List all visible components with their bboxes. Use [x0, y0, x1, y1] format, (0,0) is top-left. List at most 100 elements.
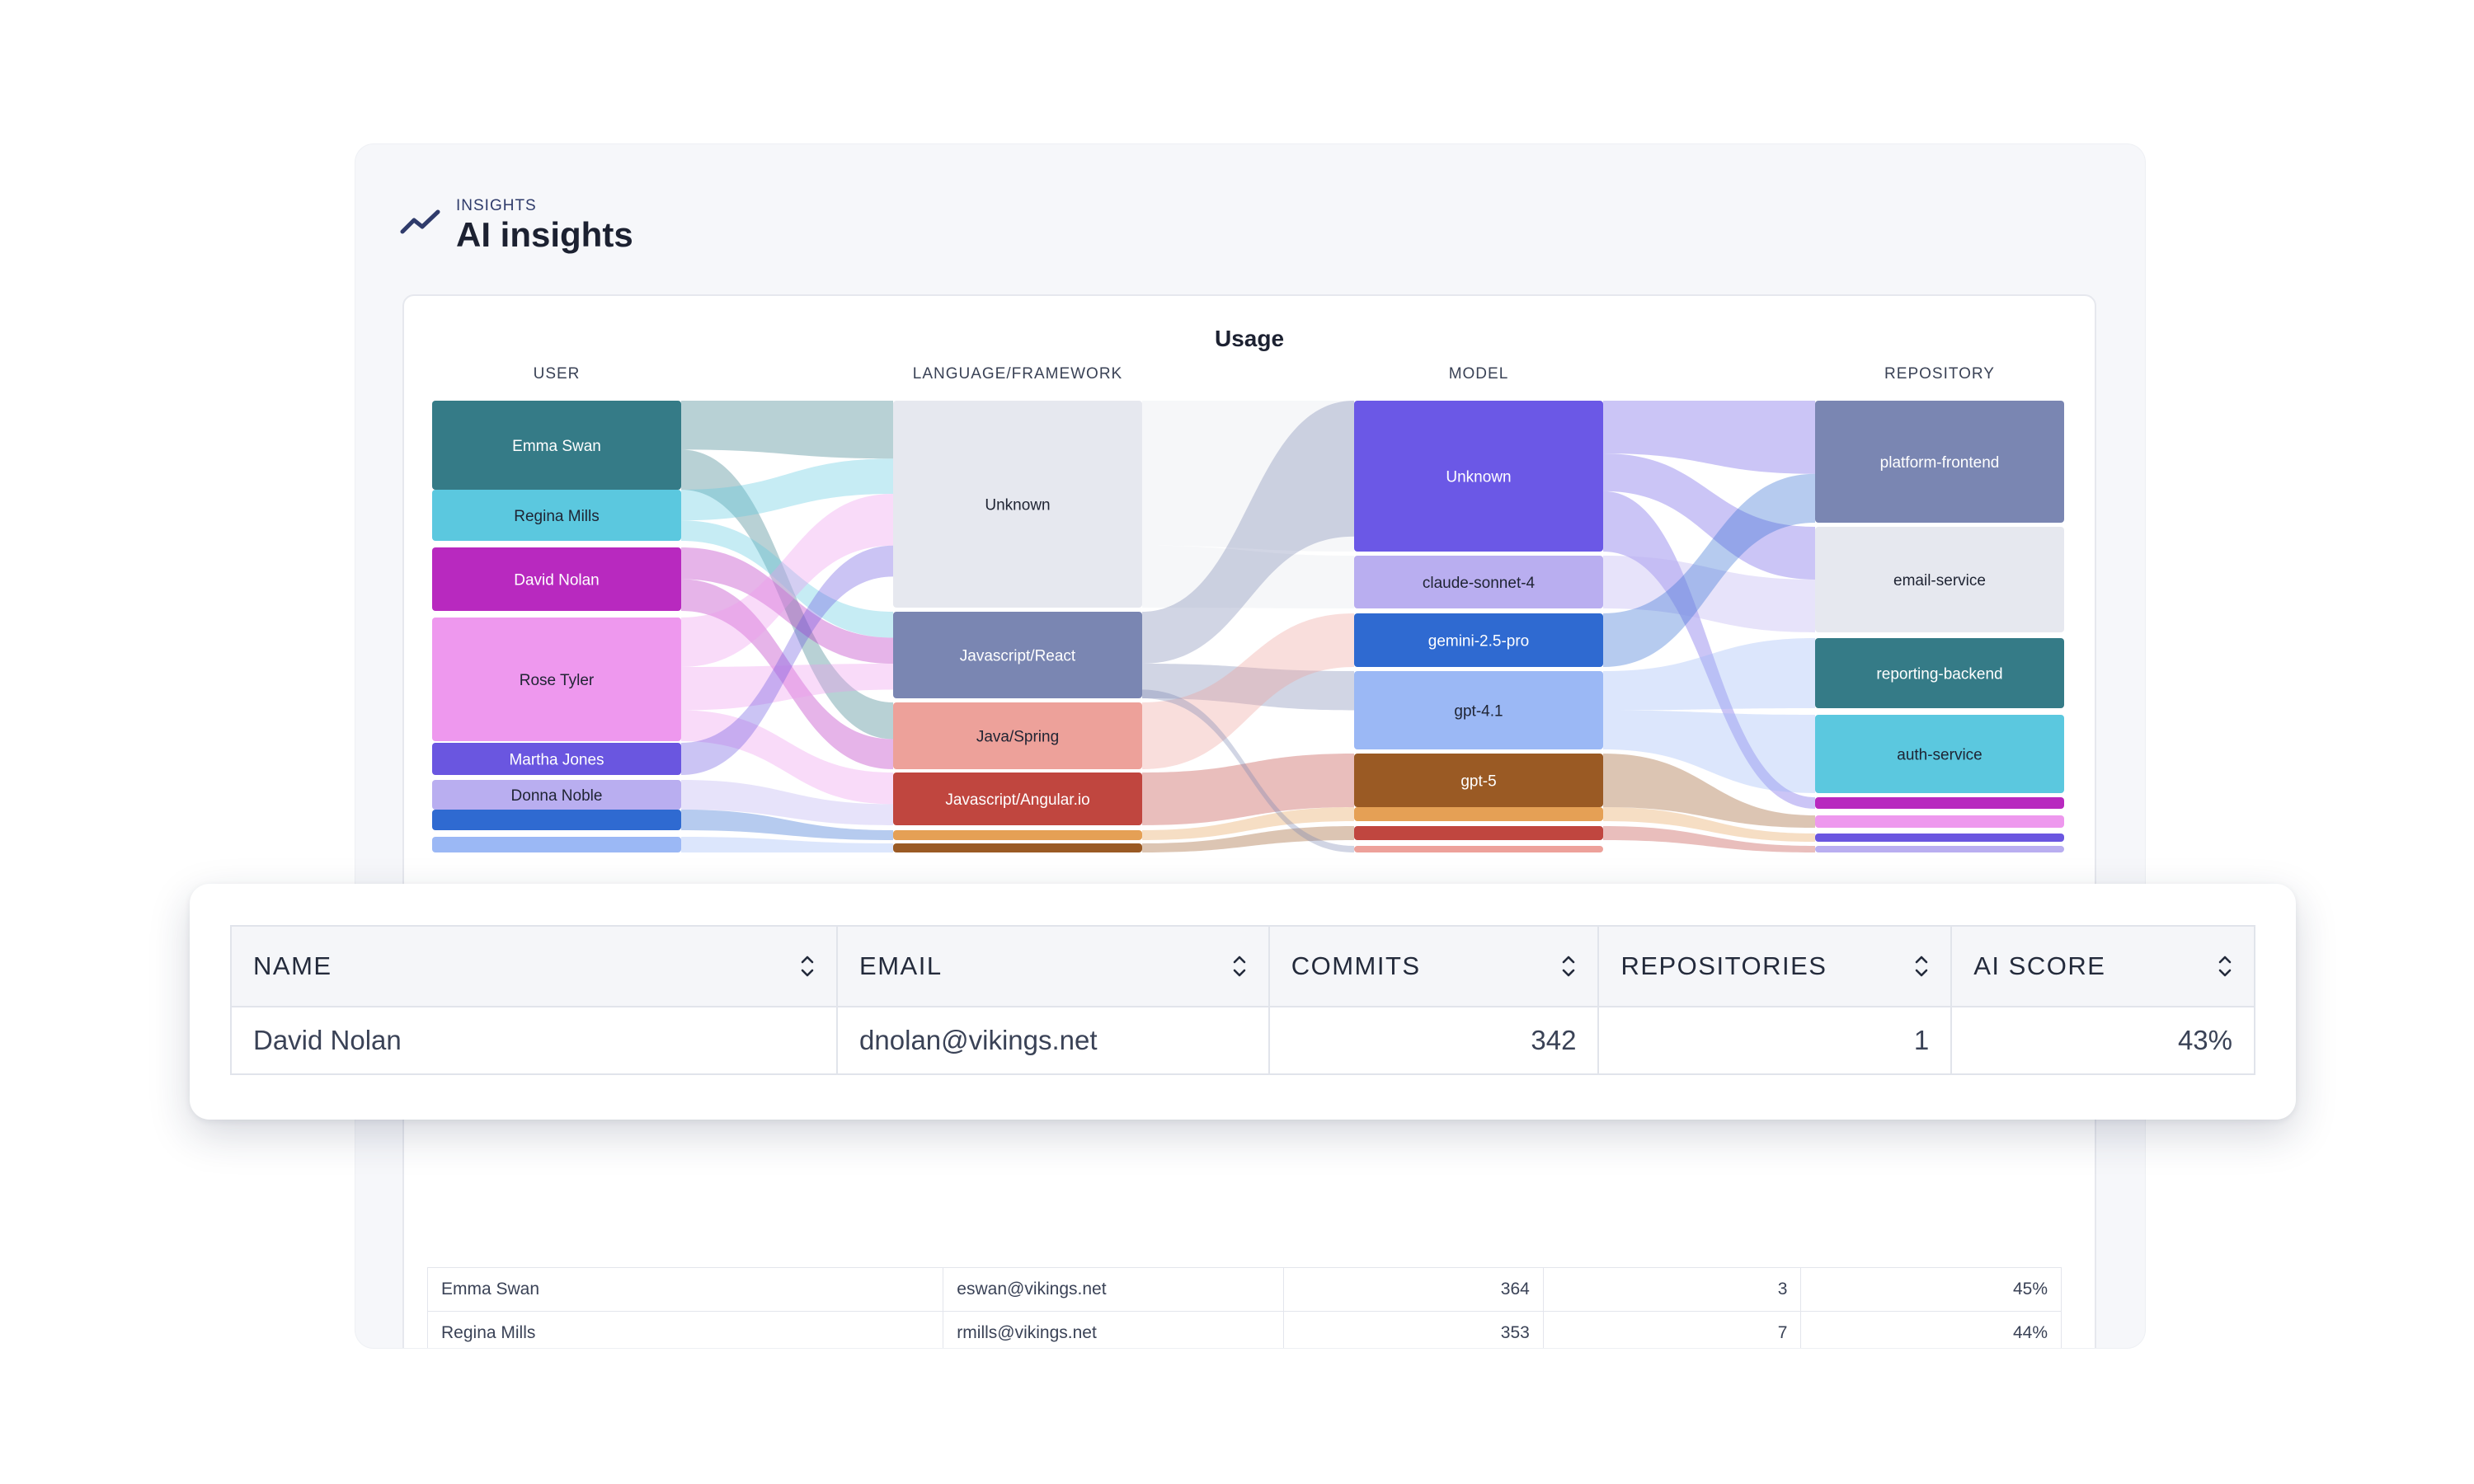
sankey-node[interactable]: [1354, 826, 1603, 840]
sankey-node-label: Javascript/Angular.io: [945, 791, 1089, 809]
sankey-node-label: Javascript/React: [960, 648, 1076, 665]
column-heading: USER: [534, 365, 581, 383]
sankey-link: [1142, 689, 1354, 852]
column-header-email[interactable]: EMAIL: [836, 925, 1270, 1007]
sort-icon[interactable]: [800, 954, 815, 979]
sankey-link: [681, 545, 893, 775]
sankey-node[interactable]: [893, 843, 1142, 852]
cell-ai-score: 45%: [1800, 1267, 2062, 1312]
sankey-node[interactable]: [1354, 846, 1603, 852]
sankey-link: [681, 449, 893, 740]
page-title: AI insights: [456, 215, 633, 254]
sankey-node[interactable]: [1354, 807, 1603, 821]
sankey-node-label: email-service: [1893, 572, 1986, 589]
sankey-node[interactable]: [432, 743, 681, 775]
sankey-node[interactable]: [893, 612, 1142, 698]
sankey-link: [1603, 807, 1815, 842]
sankey-link: [681, 458, 893, 521]
sankey-node[interactable]: [1354, 556, 1603, 608]
sankey-node-label: auth-service: [1897, 747, 1982, 764]
sort-icon[interactable]: [2218, 954, 2232, 979]
column-header-ai-score[interactable]: AI SCORE: [1950, 925, 2255, 1007]
sankey-link: [1142, 807, 1354, 840]
sankey-link: [1603, 401, 1815, 474]
sankey-node[interactable]: [432, 837, 681, 852]
cell-commits: 364: [1283, 1267, 1544, 1312]
sankey-node[interactable]: [1815, 401, 2064, 523]
sankey-node[interactable]: [432, 810, 681, 830]
sankey-node-label: Martha Jones: [509, 752, 604, 769]
sankey-node-label: gpt-5: [1460, 773, 1496, 791]
column-header-repositories[interactable]: REPOSITORIES: [1597, 925, 1953, 1007]
sankey-node-label: Emma Swan: [512, 438, 601, 455]
sankey-node[interactable]: [432, 618, 681, 741]
sankey-node[interactable]: [1815, 638, 2064, 708]
sankey-link: [681, 401, 893, 459]
sankey-link: [1603, 638, 1815, 711]
cell-name: Emma Swan: [426, 1267, 944, 1312]
sankey-node[interactable]: [1815, 834, 2064, 842]
sankey-node[interactable]: [1354, 671, 1603, 749]
sankey-node-label: David Nolan: [514, 572, 600, 589]
sankey-node[interactable]: [432, 547, 681, 611]
column-header-commits[interactable]: COMMITS: [1268, 925, 1600, 1007]
sankey-node[interactable]: [893, 401, 1142, 608]
sankey-node[interactable]: [893, 702, 1142, 769]
column-heading: REPOSITORY: [1884, 365, 1995, 383]
cell-ai-score: 43%: [1950, 1006, 2255, 1075]
cell-email[interactable]: dnolan@vikings.net: [836, 1006, 1270, 1075]
sankey-link: [681, 579, 893, 769]
sankey-node[interactable]: [893, 773, 1142, 825]
sankey-node[interactable]: [1354, 401, 1603, 552]
sankey-node-label: reporting-backend: [1876, 666, 2002, 683]
selected-user-card: NAME EMAIL COMMITS REPOSITORIES AI SCORE…: [190, 884, 2296, 1120]
column-heading: LANGUAGE/FRAMEWORK: [913, 365, 1122, 383]
sankey-node[interactable]: [1815, 846, 2064, 852]
sankey-node[interactable]: [1354, 754, 1603, 807]
sankey-node[interactable]: [432, 780, 681, 810]
trend-line-icon: [400, 209, 440, 234]
sankey-link: [1142, 613, 1354, 769]
sankey-node[interactable]: [432, 401, 681, 490]
sankey-link: [1142, 401, 1354, 664]
cell-email: eswan@vikings.net: [943, 1267, 1284, 1312]
sankey-link: [1603, 491, 1815, 809]
cell-repositories: 3: [1542, 1267, 1802, 1312]
cell-commits: 342: [1268, 1006, 1600, 1075]
sankey-link: [1142, 545, 1354, 608]
sankey-link: [1142, 664, 1354, 711]
sankey-node[interactable]: [1815, 527, 2064, 632]
sankey-link: [681, 837, 893, 852]
sankey-links: [681, 401, 1815, 852]
sankey-node-label: Rose Tyler: [520, 672, 595, 689]
cell-name: Regina Mills: [426, 1311, 944, 1348]
sort-icon[interactable]: [1232, 954, 1247, 979]
sort-icon[interactable]: [1914, 954, 1929, 979]
cell-email: rmills@vikings.net: [943, 1311, 1284, 1348]
sankey-node[interactable]: [1815, 797, 2064, 809]
sankey-link: [681, 780, 893, 825]
sankey-node[interactable]: [1354, 613, 1603, 667]
selected-user-row[interactable]: David Nolan dnolan@vikings.net 342 1 43%: [229, 1006, 2255, 1075]
sankey-link: [681, 664, 893, 711]
cell-name: David Nolan: [229, 1006, 839, 1075]
section-eyebrow: INSIGHTS: [456, 197, 537, 214]
selected-user-table: NAME EMAIL COMMITS REPOSITORIES AI SCORE…: [229, 925, 2255, 1075]
sankey-node-label: Java/Spring: [976, 729, 1059, 746]
sankey-node-label: gemini-2.5-pro: [1428, 633, 1530, 650]
sankey-link: [1142, 401, 1354, 552]
sort-icon[interactable]: [1561, 954, 1576, 979]
sankey-link: [681, 493, 893, 667]
sankey-node[interactable]: [1815, 715, 2064, 793]
column-header-name[interactable]: NAME: [229, 925, 839, 1007]
sankey-node[interactable]: [432, 490, 681, 541]
sankey-node-label: claude-sonnet-4: [1423, 575, 1536, 592]
sankey-node[interactable]: [893, 830, 1142, 840]
sankey-node[interactable]: [1815, 815, 2064, 828]
